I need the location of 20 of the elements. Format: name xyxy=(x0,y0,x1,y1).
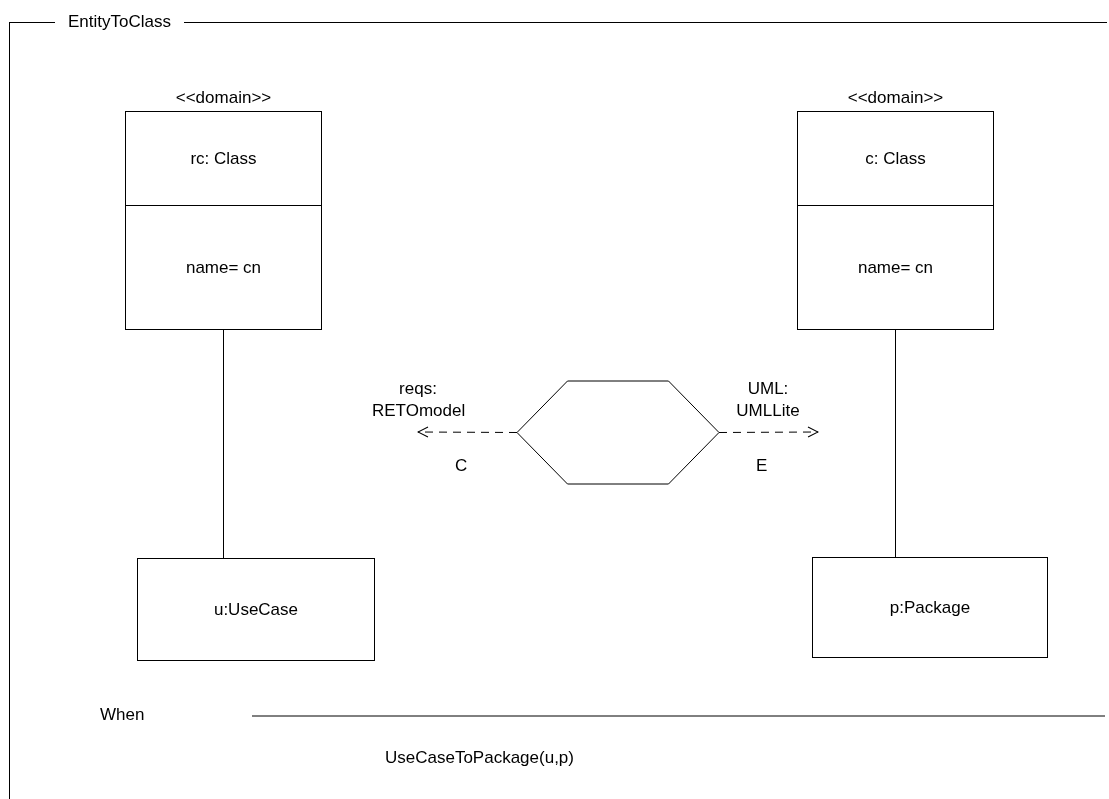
connector-line xyxy=(223,329,224,559)
stereotype-label: <<domain>> xyxy=(846,88,945,108)
attribute-text: name= cn xyxy=(856,256,935,279)
arrow xyxy=(417,426,518,438)
arrow xyxy=(718,426,819,438)
stereotype-label: <<domain>> xyxy=(174,88,273,108)
label-text: UseCaseToPackage(u,p) xyxy=(385,748,574,768)
object-box xyxy=(812,557,1048,658)
object-box xyxy=(137,558,375,661)
connector-line xyxy=(895,329,896,558)
object-name: u:UseCase xyxy=(213,599,299,620)
edge-label: UML: UMLLite xyxy=(735,378,801,422)
label-text: When xyxy=(100,705,145,725)
label-text: C xyxy=(455,456,468,476)
class-name: rc: Class xyxy=(126,112,321,206)
edge-label: reqs: RETOmodel xyxy=(372,378,464,422)
object-name: p:Package xyxy=(889,597,971,618)
class-name: c: Class xyxy=(798,112,993,206)
label-text: E xyxy=(756,456,768,476)
attribute-text: name= cn xyxy=(184,256,263,279)
